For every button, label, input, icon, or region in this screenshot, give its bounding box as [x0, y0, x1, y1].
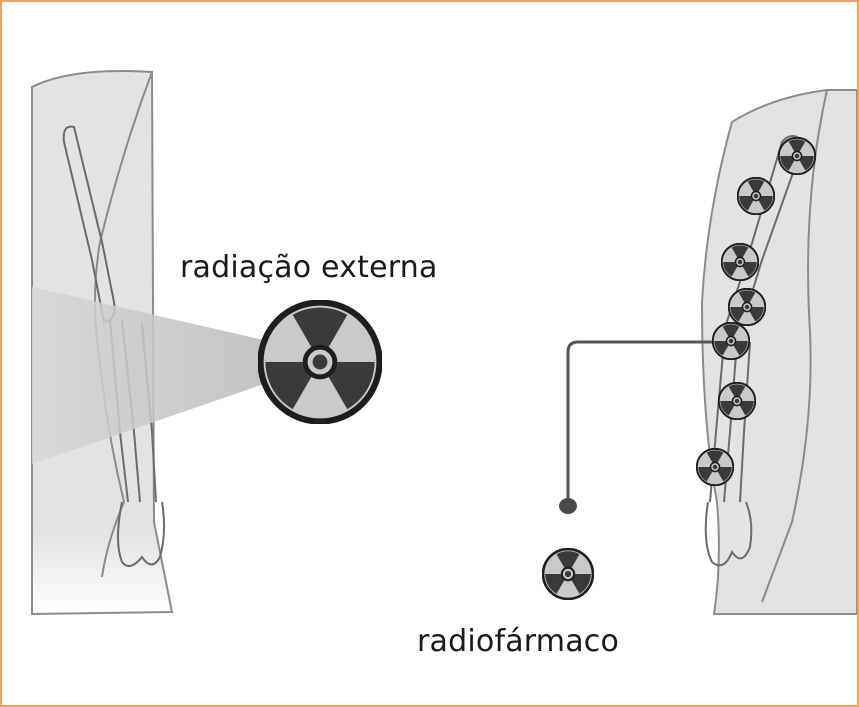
radiopharmaceutical-label: radiofármaco [417, 624, 619, 659]
radiation-trefoil-icon [260, 302, 379, 421]
external-radiation-label: radiação externa [180, 250, 438, 285]
connector-line [568, 342, 712, 502]
connector-dot [559, 498, 577, 514]
radiation-trefoil-icon-small [543, 549, 593, 599]
